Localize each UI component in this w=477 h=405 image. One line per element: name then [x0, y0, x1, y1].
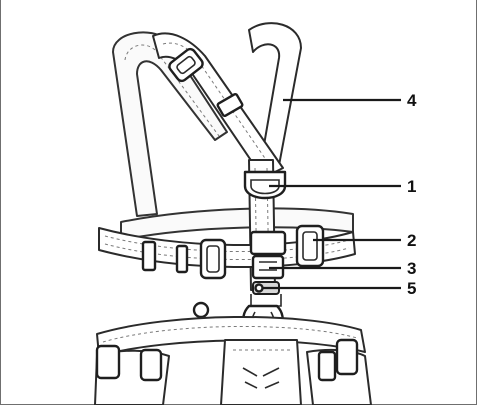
belay-loop	[220, 339, 302, 405]
seat-harness-waist	[96, 315, 366, 357]
seat-buckle-left	[95, 344, 121, 380]
left-shoulder-strap	[112, 31, 228, 217]
strap-keeper	[216, 92, 244, 118]
shoulder-buckle	[168, 47, 204, 83]
callout-1: 1	[407, 177, 417, 196]
callout-2: 2	[407, 231, 417, 250]
callout-5: 5	[407, 279, 417, 298]
callout-4: 4	[407, 91, 417, 110]
central-buckle	[249, 230, 287, 280]
belt-loop-mid	[175, 244, 189, 274]
seat-buckle-right	[335, 338, 359, 376]
small-connector	[250, 281, 282, 307]
callout-3: 3	[407, 259, 417, 278]
seat-buckle-left-2	[139, 348, 163, 382]
seat-buckle-right-2	[317, 350, 337, 382]
gear-loop-ring	[192, 301, 210, 319]
belt-buckle-left	[199, 238, 227, 280]
chest-buckle	[295, 224, 325, 268]
belt-loop-left	[141, 240, 157, 272]
